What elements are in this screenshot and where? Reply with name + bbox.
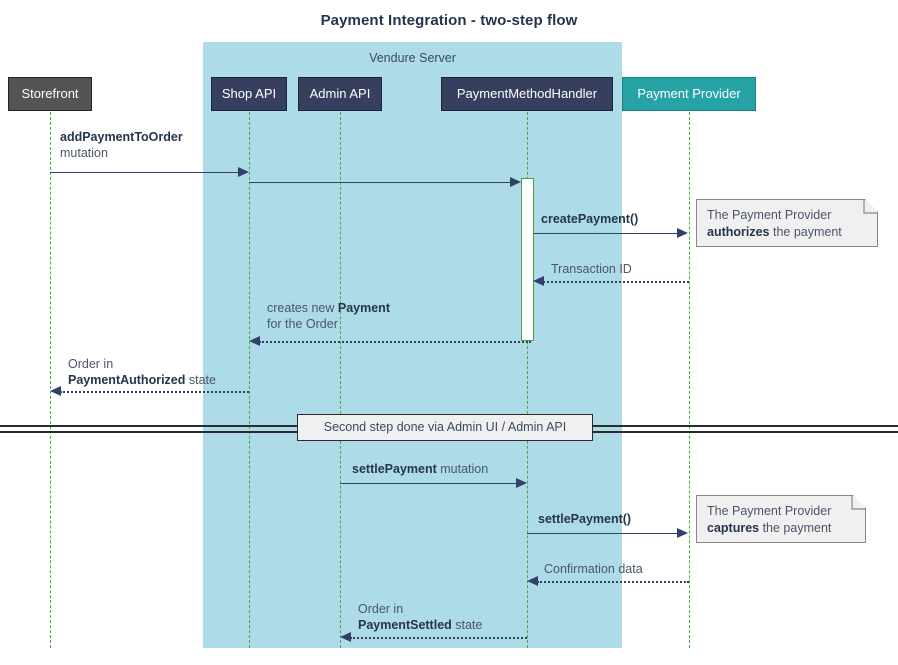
arrowhead-left-icon xyxy=(50,386,61,396)
message-label-confirmation-data: Confirmation data xyxy=(544,561,643,577)
message-label-line-1: Order in xyxy=(68,357,114,371)
lifeline-payment-provider xyxy=(689,112,690,648)
arrowhead-right-icon xyxy=(677,228,688,238)
note-line-2-rest: the payment xyxy=(759,521,832,535)
message-arrow-create-payment xyxy=(534,233,678,234)
message-label-rest: state xyxy=(185,373,216,387)
participant-payment-method-handler[interactable]: PaymentMethodHandler xyxy=(441,77,613,111)
message-label-creates-new-payment: creates new Payment for the Order xyxy=(267,300,390,332)
activation-bar-payment-method-handler xyxy=(521,178,534,341)
message-arrow-shop-api-to-handler xyxy=(249,182,511,183)
message-label-settle-payment-call: settlePayment() xyxy=(538,511,631,527)
message-arrow-settle-payment-mutation xyxy=(340,483,518,484)
note-line-2-bold: authorizes xyxy=(707,225,770,239)
message-arrow-settle-payment-call xyxy=(527,533,678,534)
message-label-rest: creates new xyxy=(267,301,338,315)
message-label-transaction-id: Transaction ID xyxy=(551,261,632,277)
note-provider-captures: The Payment Provider captures the paymen… xyxy=(696,495,866,543)
message-arrow-payment-settled xyxy=(350,637,527,639)
message-label-settle-payment-mutation: settlePayment mutation xyxy=(352,461,488,477)
arrowhead-left-icon xyxy=(527,576,538,586)
message-label-rest: Transaction ID xyxy=(551,262,632,276)
arrowhead-right-icon xyxy=(677,528,688,538)
message-label-bold: createPayment() xyxy=(541,212,639,226)
message-label-bold: addPaymentToOrder xyxy=(60,130,183,144)
arrowhead-left-icon xyxy=(249,336,260,346)
lifeline-shop-api xyxy=(249,112,250,648)
message-label-bold: Payment xyxy=(337,301,390,315)
message-label-bold: settlePayment xyxy=(352,462,437,476)
message-arrow-creates-new-payment xyxy=(259,341,531,343)
message-label-create-payment: createPayment() xyxy=(541,211,638,227)
message-label-order-payment-authorized: Order in PaymentAuthorized state xyxy=(68,356,216,388)
arrowhead-left-icon xyxy=(533,276,544,286)
arrowhead-left-icon xyxy=(340,632,351,642)
message-arrow-transaction-id xyxy=(543,281,689,283)
message-arrow-confirmation-data xyxy=(537,581,689,583)
participant-payment-provider[interactable]: Payment Provider xyxy=(622,77,756,111)
arrowhead-right-icon xyxy=(510,177,521,187)
note-line-1: The Payment Provider xyxy=(707,208,832,222)
note-fold-corner-icon xyxy=(853,495,866,508)
message-label-bold: settlePayment() xyxy=(538,512,632,526)
lifeline-payment-method-handler xyxy=(527,112,528,648)
message-label-rest: mutation xyxy=(436,462,489,476)
note-line-2-rest: the payment xyxy=(769,225,842,239)
note-fold-corner-icon xyxy=(865,199,878,212)
note-line-2-bold: captures xyxy=(707,521,760,535)
message-label-rest: state xyxy=(451,618,483,632)
message-label-bold: PaymentSettled xyxy=(358,618,452,632)
message-label-bold: PaymentAuthorized xyxy=(68,373,186,387)
lifeline-storefront xyxy=(50,112,51,648)
participant-storefront[interactable]: Storefront xyxy=(8,77,92,111)
group-box-vendure-server xyxy=(203,42,622,648)
message-label-add-payment-to-order: addPaymentToOrder mutation xyxy=(60,129,183,161)
message-label-rest: Confirmation data xyxy=(544,562,643,576)
lifeline-admin-api xyxy=(340,112,341,648)
message-label-order-payment-settled: Order in PaymentSettled state xyxy=(358,601,482,633)
note-provider-authorizes: The Payment Provider authorizes the paym… xyxy=(696,199,878,247)
arrowhead-right-icon xyxy=(238,167,249,177)
message-label-line-1: Order in xyxy=(358,602,404,616)
message-label-rest: mutation xyxy=(60,146,108,160)
message-arrow-add-payment-to-order xyxy=(50,172,239,173)
message-label-line-2: for the Order xyxy=(267,317,338,331)
group-label: Vendure Server xyxy=(369,51,456,65)
arrowhead-right-icon xyxy=(516,478,527,488)
message-arrow-payment-authorized xyxy=(60,391,249,393)
participant-shop-api[interactable]: Shop API xyxy=(211,77,287,111)
divider-label-box: Second step done via Admin UI / Admin AP… xyxy=(297,414,593,441)
participant-admin-api[interactable]: Admin API xyxy=(298,77,382,111)
page-title: Payment Integration - two-step flow xyxy=(320,12,578,29)
note-line-1: The Payment Provider xyxy=(707,504,832,518)
